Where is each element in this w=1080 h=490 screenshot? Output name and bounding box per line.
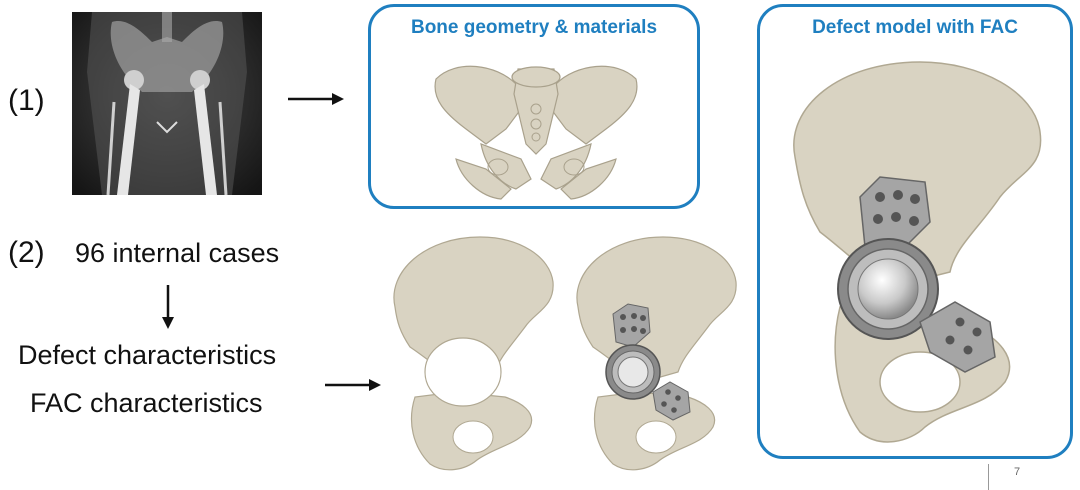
hemipelvis-defect-image (385, 232, 560, 477)
ct-scan-image (72, 12, 262, 195)
bone-geometry-title: Bone geometry & materials (410, 17, 658, 38)
footer-divider (988, 464, 989, 490)
hemipelvis-with-fac-image (780, 47, 1055, 452)
arrow-right-icon-2 (325, 377, 381, 393)
pelvis-model-image (426, 49, 646, 204)
defect-model-panel: Defect model with FAC (757, 4, 1073, 459)
hemipelvis-fac-small-image (568, 232, 743, 477)
arrow-down-icon (160, 285, 176, 329)
step-1-label: (1) (8, 84, 45, 117)
fac-characteristics-text: FAC characteristics (30, 388, 263, 418)
bone-geometry-panel: Bone geometry & materials (368, 4, 700, 209)
defect-characteristics-text: Defect characteristics (18, 340, 277, 370)
defect-model-title: Defect model with FAC (812, 17, 1018, 38)
page-number: 7 (1014, 466, 1021, 478)
internal-cases-text: 96 internal cases (75, 238, 280, 268)
arrow-right-icon (288, 91, 344, 107)
step-2-label: (2) (8, 236, 45, 269)
